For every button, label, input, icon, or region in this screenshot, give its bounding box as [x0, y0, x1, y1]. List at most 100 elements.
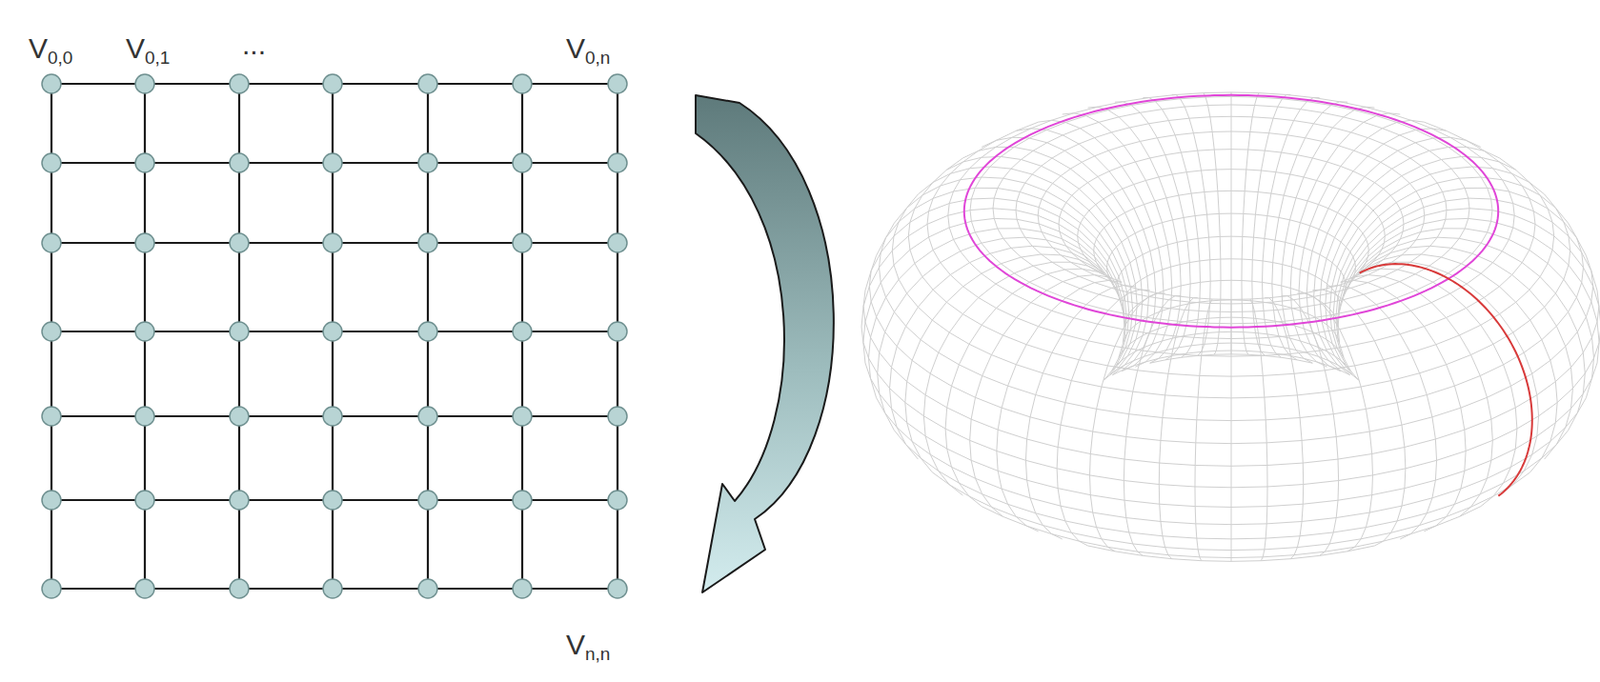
torus-mesh-line — [1142, 250, 1151, 255]
torus-mesh-line — [1374, 541, 1383, 547]
torus-mesh-line — [1135, 258, 1141, 280]
grid-vertex — [418, 322, 438, 342]
torus-mesh-line — [1204, 192, 1208, 216]
grid-vertex — [323, 322, 343, 342]
torus-mesh-line — [1134, 184, 1145, 205]
torus-mesh-line — [1318, 229, 1328, 234]
torus-mesh-line — [1180, 150, 1197, 153]
torus-mesh-line — [949, 332, 970, 345]
torus-mesh-line — [1030, 417, 1061, 426]
torus-mesh-line — [1262, 549, 1265, 558]
torus-mesh-line — [1374, 334, 1400, 342]
torus-mesh-line — [1189, 302, 1211, 304]
torus-mesh-line — [1142, 350, 1172, 354]
torus-mesh-line — [1145, 177, 1159, 182]
torus-mesh-line — [1374, 168, 1392, 183]
torus-mesh-line — [1252, 237, 1254, 261]
torus-mesh-line — [1162, 222, 1169, 245]
torus-mesh-line — [1231, 280, 1242, 282]
torus-mesh-line — [908, 223, 928, 236]
torus-mesh-line — [969, 166, 990, 169]
torus-mesh-line — [981, 238, 1004, 244]
torus-mesh-line — [1139, 112, 1149, 124]
torus-mesh-line — [1265, 418, 1300, 421]
torus-mesh-line — [865, 270, 871, 291]
torus-mesh-line — [1143, 225, 1153, 230]
grid-vertex — [323, 153, 343, 173]
torus-mesh-line — [1079, 283, 1094, 289]
torus-mesh-line — [922, 182, 933, 196]
torus-mesh-line — [905, 403, 908, 424]
grid-vertex — [135, 579, 155, 599]
torus-mesh-line — [953, 239, 961, 251]
torus-mesh-line — [1051, 310, 1074, 319]
torus-mesh-line — [1179, 263, 1190, 265]
torus-mesh-line — [1167, 244, 1171, 267]
torus-mesh-line — [1194, 465, 1232, 467]
torus-mesh-line — [1077, 222, 1080, 230]
torus-mesh-line — [1544, 194, 1557, 208]
torus-mesh-line — [1312, 289, 1322, 292]
grid-vertex — [607, 322, 628, 342]
torus-mesh-line — [1195, 523, 1232, 526]
torus-mesh-line — [1176, 242, 1180, 264]
torus-mesh-line — [1333, 287, 1352, 293]
torus-mesh-line — [1364, 106, 1375, 109]
torus-mesh-line — [1281, 285, 1291, 288]
torus-mesh-line — [1122, 184, 1135, 190]
torus-mesh-line — [1391, 381, 1398, 404]
torus-mesh-line — [1134, 208, 1144, 230]
torus-mesh-line — [1314, 292, 1334, 297]
torus-mesh-line — [1078, 143, 1094, 157]
torus-mesh-line — [1197, 397, 1232, 400]
torus-mesh-line — [1329, 391, 1334, 414]
torus-mesh-line — [1299, 247, 1304, 270]
torus-mesh-line — [1244, 343, 1258, 345]
torus-mesh-line — [1008, 385, 1036, 395]
torus-mesh-line — [1298, 269, 1300, 291]
torus-mesh-line — [1282, 264, 1293, 268]
torus-mesh-line — [1231, 311, 1233, 324]
torus-mesh-line — [1343, 294, 1364, 300]
torus-mesh-line — [1468, 198, 1492, 201]
torus-mesh-line — [1365, 512, 1370, 528]
grid-graph — [41, 74, 628, 599]
torus-mesh-line — [1403, 468, 1406, 489]
torus-mesh-line — [1250, 117, 1253, 133]
torus-mesh-line — [1231, 355, 1261, 358]
torus-mesh-line — [1015, 318, 1038, 327]
torus-mesh-line — [1137, 370, 1169, 375]
torus-mesh-line — [1061, 202, 1066, 210]
torus-mesh-line — [1041, 231, 1062, 239]
torus-mesh-line — [929, 198, 934, 211]
torus-mesh-line — [1131, 287, 1134, 309]
torus-mesh-line — [1314, 296, 1323, 304]
torus-mesh-line — [1197, 237, 1209, 239]
torus-mesh-line — [1046, 240, 1067, 246]
torus-mesh-line — [1147, 276, 1150, 298]
grid-vertex — [135, 233, 155, 253]
torus-mesh-line — [1108, 280, 1124, 285]
torus-mesh-line — [1327, 212, 1338, 234]
torus-mesh-line — [1329, 287, 1332, 309]
torus-mesh-line — [1231, 149, 1233, 170]
torus-mesh-line — [910, 237, 930, 250]
torus-mesh-line — [1314, 112, 1323, 124]
torus-mesh-line — [1101, 386, 1134, 392]
torus-mesh-line — [1172, 336, 1176, 354]
torus-mesh-line — [1015, 210, 1017, 221]
torus-mesh-line — [1021, 150, 1034, 160]
torus-mesh-line — [1019, 191, 1042, 200]
torus-mesh-line — [1094, 275, 1110, 278]
torus-mesh-line — [1199, 355, 1202, 376]
torus-mesh-line — [863, 343, 866, 364]
torus-mesh-line — [1294, 296, 1315, 300]
torus-mesh-line — [1252, 281, 1263, 283]
torus-mesh-line — [1062, 318, 1074, 335]
torus-mesh-line — [1273, 302, 1278, 310]
torus-mesh-line — [971, 198, 994, 201]
torus-mesh-line — [932, 249, 941, 263]
torus-mesh-line — [1271, 172, 1276, 194]
torus-mesh-line — [886, 297, 895, 312]
torus-mesh-line — [1162, 395, 1166, 419]
